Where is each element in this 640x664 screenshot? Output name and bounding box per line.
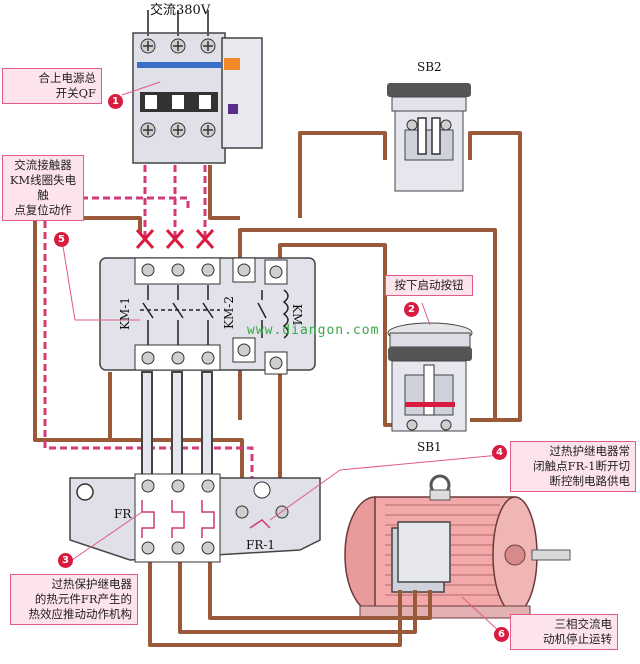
breaker-qf — [132, 10, 263, 164]
callout-3: 过热保护继电器 的热元件FR产生的 热效应推动动作机构 — [10, 574, 138, 625]
cut-marks — [135, 229, 256, 506]
motor — [344, 474, 571, 619]
callout-1: 合上电源总 开关QF — [2, 68, 102, 104]
callout-1-line-1: 合上电源总 — [38, 71, 97, 85]
callout-2: 按下启动按钮 — [385, 275, 473, 296]
callout-3-line-2: 的热元件FR产生的 — [34, 592, 132, 606]
callout-2-line-1: 按下启动按钮 — [394, 278, 464, 292]
badge-6: 6 — [494, 627, 509, 642]
callout-6: 三相交流电 动机停止运转 — [510, 614, 618, 650]
km2-label: KM-2 — [222, 296, 236, 329]
watermark: www.diangon.com — [247, 323, 380, 338]
callout-6-line-1: 三相交流电 — [554, 617, 613, 631]
callout-1-line-2: 开关QF — [55, 86, 96, 100]
badge-3: 3 — [58, 553, 73, 568]
callout-4-line-1: 过热护继电器常 — [549, 444, 631, 458]
callout-3-line-3: 热效应推动动作机构 — [28, 607, 133, 621]
km-coil-label: KM — [290, 304, 304, 326]
fr1-label: FR-1 — [246, 538, 276, 552]
callout-5-line-3: 点复位动作 — [14, 203, 72, 217]
contactor-km — [99, 257, 316, 375]
callout-5-line-2: KM线圈失电触 — [9, 173, 77, 202]
pushbutton-sb1 — [387, 322, 473, 432]
sb2-label: SB2 — [417, 60, 442, 74]
supply-label: 交流380V — [150, 3, 211, 18]
callout-4-line-3: 断控制电路供电 — [549, 474, 631, 488]
badge-1: 1 — [108, 94, 123, 109]
callout-3-line-1: 过热保护继电器 — [51, 577, 133, 591]
fr-label: FR — [114, 507, 132, 521]
leader-lines — [61, 81, 501, 633]
callout-6-line-2: 动机停止运转 — [543, 632, 612, 646]
thermal-relay-fr — [69, 473, 321, 563]
badge-2: 2 — [404, 302, 419, 317]
km1-label: KM-1 — [118, 297, 132, 330]
callout-4-line-2: 闭触点FR-1断开切 — [533, 459, 630, 473]
callout-5-line-1: 交流接触器 — [14, 158, 72, 172]
callout-5: 交流接触器 KM线圈失电触 点复位动作 — [2, 155, 84, 221]
badge-4: 4 — [492, 445, 507, 460]
deenergized-wires — [43, 165, 254, 500]
sb1-label: SB1 — [417, 440, 442, 454]
badge-5: 5 — [54, 232, 69, 247]
callout-4: 过热护继电器常 闭触点FR-1断开切 断控制电路供电 — [510, 441, 636, 492]
pushbutton-sb2 — [387, 83, 471, 192]
